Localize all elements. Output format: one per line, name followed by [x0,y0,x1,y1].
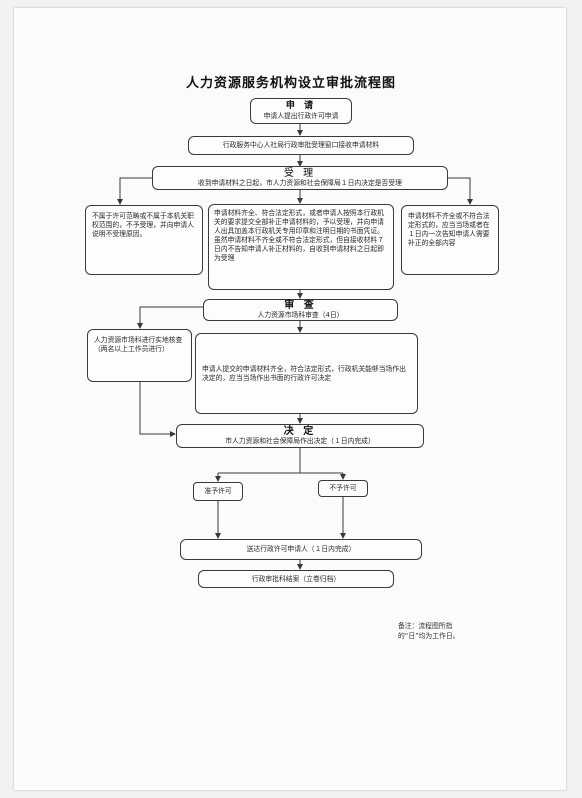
accept-branch-text: 申请材料齐全、符合法定形式，或者申请人按照本行政机关的要求提交全部补正申请材料的… [214,209,384,262]
footnote: 备注：流程图所指的“日”均为工作日。 [398,622,460,640]
decide-heading: 决 定 [283,426,317,437]
onsite-decision-step: 申请人提交的申请材料齐全，符合法定形式，行政机关能够当场作出决定的，应当当场作出… [195,333,418,414]
accept-heading: 受 理 [283,168,317,179]
onsite-decision-text: 申请人提交的申请材料齐全，符合法定形式，行政机关能够当场作出决定的，应当当场作出… [202,364,406,382]
accept-description: 收到申请材料之日起，市人力资源和社会保障局１日内决定是否受理 [198,179,402,187]
deliver-step: 送达行政许可申请人（１日内完成） [180,539,422,560]
review-heading: 审 查 [284,300,317,311]
reject-branch: 不属于许可范畴或不属于本机关职权范围的，不予受理，并向申请人说明不受理原因。 [85,205,203,275]
reject-text: 不属于许可范畴或不属于本机关职权范围的，不予受理，并向申请人说明不受理原因。 [92,212,194,238]
review-description: 人力资源市场科审查（4日） [257,311,344,319]
receive-step: 行政服务中心人社局行政审批受理窗口接收申请材料 [188,136,414,155]
grant-permit-label: 准予许可 [204,487,232,495]
receive-description: 行政服务中心人社局行政审批受理窗口接收申请材料 [222,141,380,149]
inspection-text: 人力资源市场科进行实地核查（两名以上工作员进行） [94,336,183,353]
archive-description: 行政审批科结案（立卷归档） [251,574,341,583]
page-title: 人力资源服务机构设立审批流程图 [185,76,396,91]
inspection-step: 人力资源市场科进行实地核查（两名以上工作员进行） [87,329,192,382]
apply-heading: 申 请 [285,101,317,111]
arrow-review-to-inspect [137,306,203,329]
decide-step: 决 定 市人力资源和社会保障局作出决定（１日内完成） [176,424,424,448]
apply-step: 申 请 申请人提出行政许可申请 [250,98,352,124]
arrow-accept-to-correction [448,177,473,205]
arrow-inspect-to-decide [139,382,176,437]
review-step: 审 查 人力资源市场科审查（4日） [203,299,398,321]
accept-branch: 申请材料齐全、符合法定形式，或者申请人按照本行政机关的要求提交全部补正申请材料的… [208,204,394,290]
archive-step: 行政审批科结案（立卷归档） [198,570,394,588]
accept-step: 受 理 收到申请材料之日起，市人力资源和社会保障局１日内决定是否受理 [152,166,448,190]
apply-description: 申请人提出行政许可申请 [263,112,339,120]
grant-permit-step: 准予许可 [193,482,243,501]
correction-text: 申请材料不齐全或不符合法定形式的，应当当场或者在１日内一次告知申请人需要补正的全… [408,212,490,247]
deliver-description: 送达行政许可申请人（１日内完成） [246,545,356,553]
deny-permit-label: 不予许可 [329,484,357,492]
correction-branch: 申请材料不齐全或不符合法定形式的，应当当场或者在１日内一次告知申请人需要补正的全… [401,205,499,275]
deny-permit-step: 不予许可 [318,480,368,497]
decide-description: 市人力资源和社会保障局作出决定（１日内完成） [225,437,375,445]
arrow-accept-to-reject [117,177,152,205]
